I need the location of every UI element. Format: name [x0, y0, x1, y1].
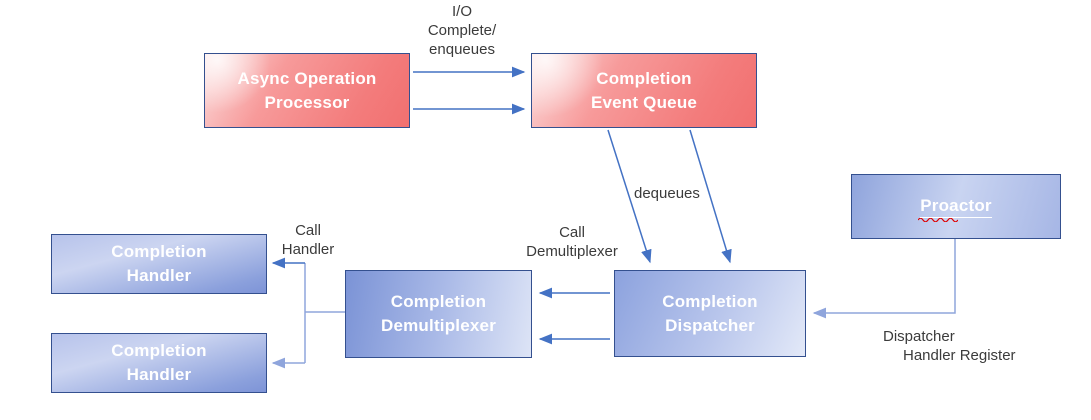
box-label-line: Completion: [596, 68, 692, 88]
box-label-line: Processor: [264, 92, 350, 112]
arrow-dequeue-1: [607, 129, 652, 264]
box-label-line: Event Queue: [590, 92, 698, 112]
connector-proactor-dispatcher: [812, 239, 956, 319]
completion-handler-top-box: Completion Handler: [51, 234, 267, 294]
annotation-line: Call: [559, 224, 585, 241]
box-label-line: Handler: [126, 365, 192, 384]
completion-dispatcher-box: Completion Dispatcher: [614, 270, 806, 357]
box-label-line: Dispatcher: [665, 315, 755, 335]
box-label-line: Demultiplexer: [380, 316, 497, 335]
box-label-line: Proactor: [920, 195, 992, 215]
dequeues-label: dequeues: [634, 185, 700, 202]
annotation-line: I/O: [451, 3, 472, 20]
annotation-line: enqueues: [429, 41, 495, 58]
annotation-line: Dispatcher: [883, 328, 955, 345]
box-label-line: Async Operation: [237, 68, 377, 88]
annotation-line: Handler Register: [903, 347, 1016, 364]
box-label-line: Completion: [111, 242, 207, 261]
completion-event-queue-box: Completion Event Queue: [531, 53, 757, 128]
annotation-line: Demultiplexer: [526, 243, 618, 260]
dispatcher-handler-register-label: Dispatcher Handler Register: [883, 327, 1033, 365]
proactor-box: Proactor: [851, 174, 1061, 239]
call-demultiplexer-label: Call Demultiplexer: [512, 223, 632, 261]
completion-demultiplexer-box: Completion Demultiplexer: [345, 270, 532, 358]
annotation-line: Complete/: [427, 22, 497, 39]
completion-handler-bottom-box: Completion Handler: [51, 333, 267, 393]
async-operation-processor-box: Async Operation Processor: [204, 53, 410, 128]
box-label-line: Completion: [390, 292, 487, 311]
annotation-line: Call: [295, 222, 321, 239]
proactor-label: Proactor: [918, 195, 992, 222]
io-complete-enqueues-label: I/O Complete/ enqueues: [402, 2, 522, 59]
box-label-line: Completion: [111, 341, 207, 360]
call-handler-label: Call Handler: [258, 221, 358, 259]
box-label-line: Completion: [662, 291, 758, 311]
arrow-dequeue-2: [689, 129, 732, 264]
spellcheck-squiggle-icon: [918, 217, 959, 222]
box-label-line: Handler: [126, 266, 192, 285]
annotation-line: Handler: [281, 241, 335, 258]
